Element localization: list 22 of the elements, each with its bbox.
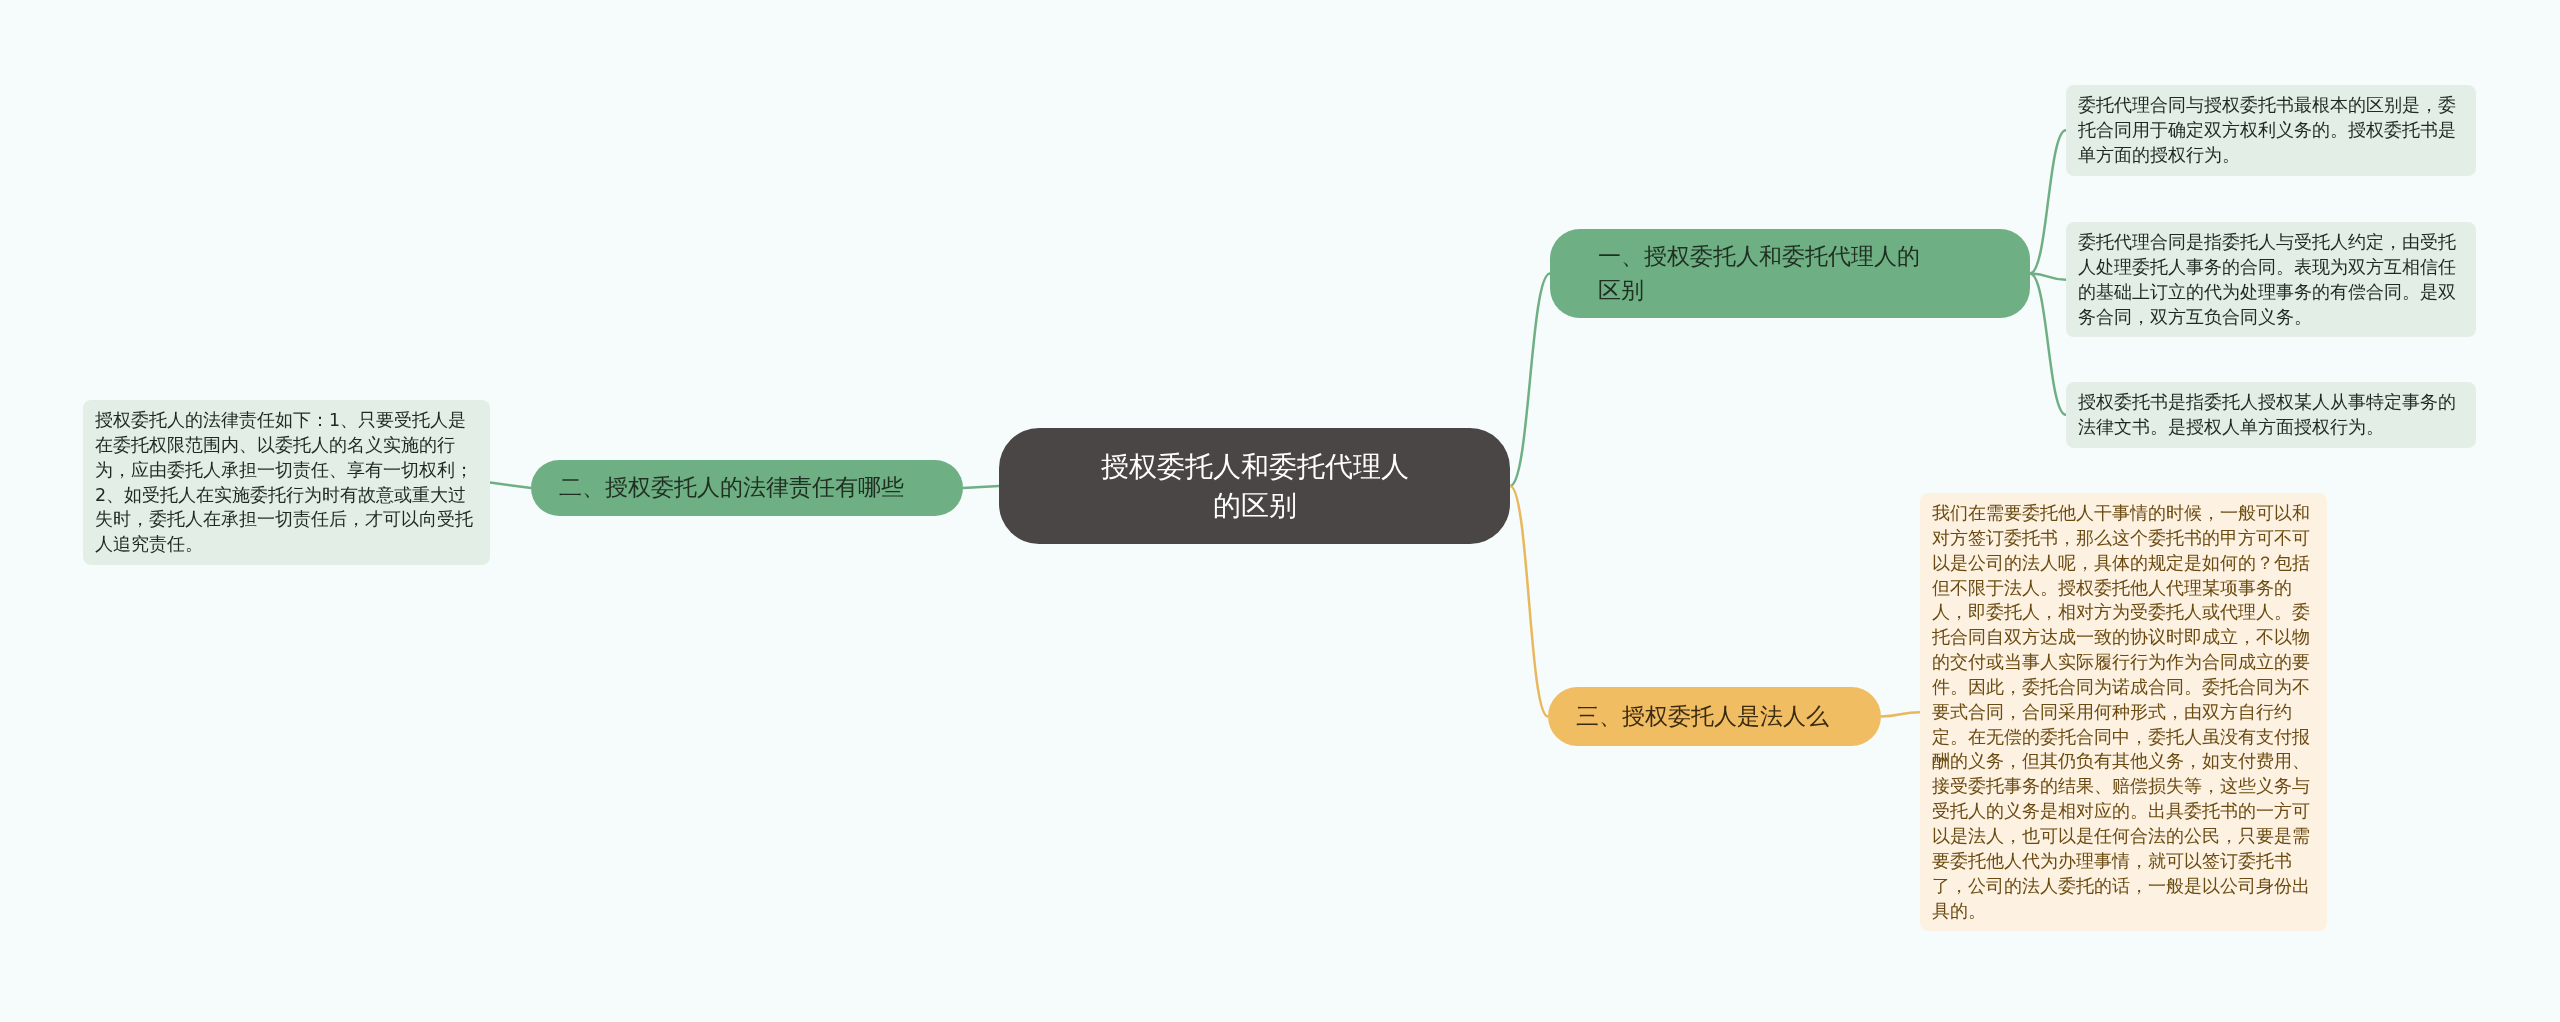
topic-text: 授权委托人和委托代理人的区别 (1099, 448, 1410, 524)
note-card (2066, 222, 2476, 338)
note-text: 我们在需要委托他人干事情的时候，一般可以和对方签订委托书，那么这个委托书的甲方可不可以是公司的法人呢，具体的规定是如何的？包括但不限于法人。授权委托他人代理某项事务的人，即委托人，相对方为受委托人或代理人。委托合同自双方达成一致的协议时即成立，不以物的交付或当事人实际履行行为作为合同成立的要件。因此，委托合同为诺成合同。委托合同为不要式合同，合同采用何种形式，由双方自行约定。在无偿的委托合同中，委托人虽没有支付报酬的义务，但其仍负有其他义务，如支付费用、接受委托事务的结果、赔偿损失等，这些义务与受托人的义务是相对应的。出具委托书的一方可以是法人，也可以是任何合法的公民，只要是需要委托他人代为办理事情，就可以签订委托书了，公司的法人委托的话，一般是以公司身份出具的。 (1932, 502, 2311, 923)
topic-text: 二、授权委托人的法律责任有哪些 (559, 473, 904, 503)
note-text: 委托代理合同是指委托人与受托人约定，由受托人处理委托人事务的合同。表现为双方互相信任的基础上订立的代为处理事务的有偿合同。是双务合同，双方互负合同义务。 (2078, 231, 2457, 329)
connector-line (2029, 272, 2067, 416)
central-topic (999, 428, 1510, 544)
topic-text: 一、授权委托人和委托代理人的区别 (1598, 242, 1921, 305)
note-text: 授权委托人的法律责任如下：1、只要受托人是在委托权限范围内、以委托人的名义实施的行为，应由委托人承担一切责任、享有一切权利；2、如受托人在实施委托行为时有故意或重大过失时，委托人在承担一切责任后，才可以向受托人追究责任。 (95, 409, 474, 557)
connector-line (1509, 272, 1551, 487)
connector-line (962, 484, 1000, 490)
note-card (83, 400, 490, 566)
topic-node (1550, 229, 2030, 318)
connector-line (1509, 485, 1549, 718)
topic-text: 三、授权委托人是法人么 (1576, 701, 1829, 731)
connector-line (489, 481, 532, 490)
connector-line (2029, 129, 2067, 275)
note-text: 委托代理合同与授权委托书最根本的区别是，委托合同用于确定双方权利义务的。授权委托书是单方面的授权行为。 (2078, 94, 2457, 167)
note-text: 授权委托书是指委托人授权某人从事特定事务的法律文书。是授权人单方面授权行为。 (2078, 391, 2457, 439)
note-card (2066, 382, 2476, 448)
note-card (2066, 85, 2476, 176)
connector-line (1880, 710, 1921, 718)
